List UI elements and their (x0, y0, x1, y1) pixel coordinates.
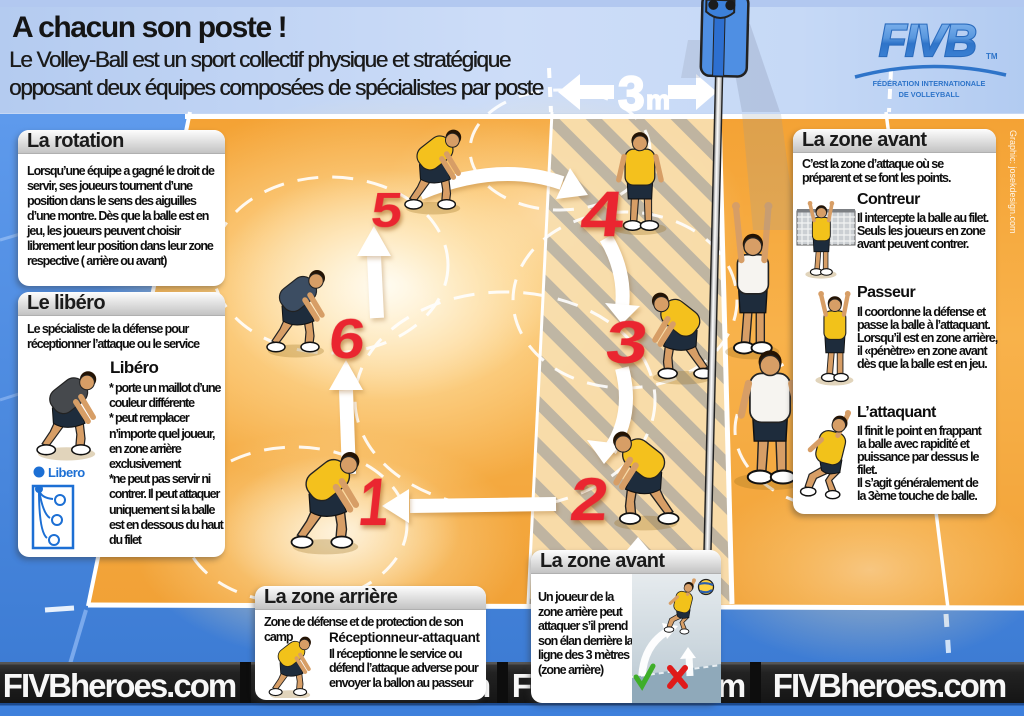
svg-text:Graphic: josekdesign.com: Graphic: josekdesign.com (1008, 130, 1018, 234)
svg-text:DE VOLLEYBALL: DE VOLLEYBALL (899, 90, 960, 99)
svg-text:2: 2 (567, 465, 612, 533)
svg-text:FIVB: FIVB (879, 15, 976, 66)
svg-text:3: 3 (618, 68, 645, 121)
svg-text:FIVBheroes.com: FIVBheroes.com (3, 667, 236, 704)
svg-text:Libero: Libero (48, 465, 85, 480)
svg-text:6: 6 (326, 307, 369, 370)
svg-text:m: m (646, 85, 670, 115)
svg-text:FIVBheroes.com: FIVBheroes.com (773, 667, 1006, 704)
svg-text:5: 5 (368, 184, 405, 238)
svg-text:FÉDÉRATION INTERNATIONALE: FÉDÉRATION INTERNATIONALE (873, 79, 986, 88)
svg-text:TM: TM (986, 52, 998, 61)
svg-text:4: 4 (577, 177, 628, 250)
svg-text:3: 3 (602, 309, 651, 376)
